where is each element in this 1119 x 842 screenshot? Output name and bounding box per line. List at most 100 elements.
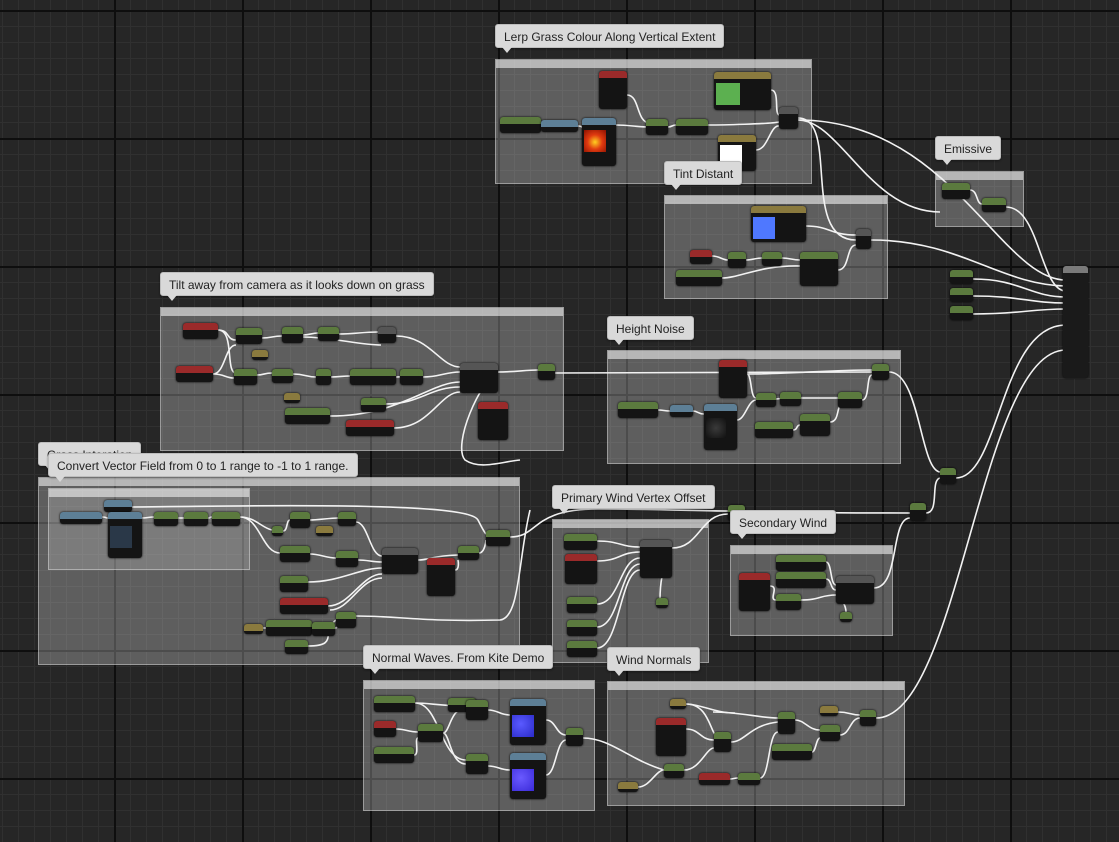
node-rotate-about-axis[interactable] bbox=[460, 363, 498, 393]
comment-title-primary-wind[interactable]: Primary Wind Vertex Offset bbox=[552, 485, 715, 514]
node-height-noise-extent[interactable] bbox=[755, 422, 793, 438]
node-normalize-gi[interactable] bbox=[336, 551, 358, 567]
node-constant-secondary[interactable] bbox=[840, 612, 852, 622]
node-dot[interactable] bbox=[316, 369, 331, 385]
node-make-float3[interactable] bbox=[800, 414, 830, 436]
node-lerp-grass[interactable] bbox=[779, 107, 798, 129]
node-add-gi[interactable] bbox=[486, 530, 510, 546]
node-grass-noise-scale[interactable] bbox=[500, 117, 541, 133]
node-max-rotation[interactable] bbox=[280, 576, 308, 592]
node-multiply-gi[interactable] bbox=[458, 546, 479, 560]
node-lerp-normals-b[interactable] bbox=[778, 712, 795, 734]
node-normal-wave-speed[interactable] bbox=[374, 747, 414, 763]
node-constant-gi-c[interactable] bbox=[244, 624, 263, 634]
node-multiply[interactable] bbox=[646, 119, 668, 135]
node-vertex-color[interactable] bbox=[599, 71, 627, 109]
node-panner-a[interactable] bbox=[466, 700, 488, 720]
node-normalize-a[interactable] bbox=[318, 327, 339, 341]
node-append-gi[interactable] bbox=[290, 512, 310, 528]
node-normal-wave-tiling[interactable] bbox=[374, 696, 415, 712]
node-clamp-tilt[interactable] bbox=[350, 369, 396, 385]
node-texture-sample-vector[interactable] bbox=[108, 512, 142, 558]
node-vertex-color-wind[interactable] bbox=[565, 554, 597, 584]
node-vertex-color-tilt[interactable] bbox=[478, 402, 508, 440]
node-camera-position[interactable] bbox=[176, 366, 213, 382]
node-absolute-world-position-gi[interactable] bbox=[280, 598, 328, 614]
node-power[interactable] bbox=[776, 594, 801, 610]
node-texture-sample-noise[interactable] bbox=[582, 118, 616, 166]
node-emissive-multiply[interactable] bbox=[982, 198, 1006, 212]
comment-title-emissive[interactable]: Emissive bbox=[935, 136, 1002, 165]
comment-title-tilt-away[interactable]: Tilt away from camera as it looks down o… bbox=[160, 272, 434, 301]
node-pixel-depth-distance[interactable] bbox=[676, 270, 722, 286]
node-mask-gi[interactable] bbox=[285, 640, 308, 654]
node-simple-grass-wind-secondary[interactable] bbox=[836, 576, 874, 604]
node-add-height[interactable] bbox=[872, 364, 889, 380]
node-subtract-gi[interactable] bbox=[336, 612, 356, 628]
node-normalize-b[interactable] bbox=[272, 369, 293, 383]
node-lerp-normals-a[interactable] bbox=[714, 732, 731, 752]
node-pixel-depth[interactable] bbox=[690, 250, 712, 264]
node-lerp-tint[interactable] bbox=[856, 229, 871, 249]
node-clamp[interactable] bbox=[676, 119, 708, 135]
node-multiply-height-a[interactable] bbox=[756, 393, 776, 407]
comment-box-emissive[interactable] bbox=[935, 171, 1024, 227]
node-add-final-offset[interactable] bbox=[940, 468, 956, 484]
comment-title-height-noise[interactable]: Height Noise bbox=[607, 316, 694, 345]
node-saturate[interactable] bbox=[762, 252, 782, 266]
node-append[interactable] bbox=[154, 512, 178, 526]
node-height-noise-scale[interactable] bbox=[618, 402, 658, 418]
node-tilt-factor[interactable] bbox=[361, 398, 386, 412]
node-interaction-strength[interactable] bbox=[266, 620, 312, 636]
node-wind-secondary-intensity[interactable] bbox=[776, 555, 826, 571]
node-subtract-a[interactable] bbox=[236, 328, 262, 344]
node-emissive-scalar[interactable] bbox=[942, 183, 970, 199]
node-time-normals[interactable] bbox=[699, 773, 730, 785]
node-world-position[interactable] bbox=[541, 120, 578, 132]
comment-title-normal-waves[interactable]: Normal Waves. From Kite Demo bbox=[363, 645, 554, 674]
node-time[interactable] bbox=[374, 721, 396, 737]
node-absolute-world-position[interactable] bbox=[346, 420, 394, 436]
node-maximum-tilt-response[interactable] bbox=[285, 408, 330, 424]
node-constant-normals-b[interactable] bbox=[618, 782, 638, 792]
node-vector-field-param[interactable] bbox=[60, 512, 102, 524]
node-multiply-vec[interactable] bbox=[184, 512, 208, 526]
node-subtract-b[interactable] bbox=[234, 369, 257, 385]
node-texcoord[interactable] bbox=[104, 500, 132, 512]
node-constant-a[interactable] bbox=[252, 350, 268, 360]
node-add-secondary[interactable] bbox=[910, 503, 926, 521]
node-metallic[interactable] bbox=[950, 270, 973, 284]
node-texture-sample-height[interactable] bbox=[704, 404, 737, 450]
node-grass-color[interactable] bbox=[714, 72, 771, 110]
node-multiply-a[interactable] bbox=[282, 327, 303, 343]
node-wind-secondary-speed[interactable] bbox=[776, 572, 826, 588]
comment-title-secondary-wind[interactable]: Secondary Wind bbox=[730, 510, 837, 539]
node-texture-sample-normal-b[interactable] bbox=[510, 753, 546, 799]
node-specular[interactable] bbox=[950, 288, 973, 302]
node-normals-wind-base[interactable] bbox=[772, 744, 812, 760]
node-multiply-b[interactable] bbox=[400, 369, 423, 385]
comment-title-tint-distant[interactable]: Tint Distant bbox=[664, 161, 743, 190]
node-constant-normals-a[interactable] bbox=[670, 699, 686, 709]
node-cross-gi[interactable] bbox=[338, 512, 356, 526]
node-wind-size[interactable] bbox=[567, 620, 597, 636]
node-simple-grass-wind[interactable] bbox=[640, 540, 672, 578]
node-vector-length[interactable] bbox=[280, 546, 310, 562]
node-distance-tint-lerp[interactable] bbox=[800, 252, 838, 286]
node-lerp-normals-final[interactable] bbox=[860, 710, 876, 726]
node-divide[interactable] bbox=[728, 252, 746, 268]
node-multiply-waves[interactable] bbox=[418, 724, 443, 742]
node-wind-speed[interactable] bbox=[567, 597, 597, 613]
node-constant-gi-a[interactable] bbox=[272, 526, 283, 536]
node-vertex-color-normals[interactable] bbox=[656, 718, 686, 756]
node-distance-tint[interactable] bbox=[751, 206, 806, 242]
node-constant-wind[interactable] bbox=[656, 598, 668, 608]
node-roughness[interactable] bbox=[950, 306, 973, 320]
node-sine[interactable] bbox=[738, 773, 760, 785]
comment-title-wind-normals[interactable]: Wind Normals bbox=[607, 647, 701, 676]
node-texture-sample-normal-a[interactable] bbox=[510, 699, 546, 745]
comment-title-convert-vector[interactable]: Convert Vector Field from 0 to 1 range t… bbox=[48, 453, 358, 482]
node-blend-normals[interactable] bbox=[566, 728, 583, 746]
node-constant-normals-c[interactable] bbox=[820, 706, 838, 716]
